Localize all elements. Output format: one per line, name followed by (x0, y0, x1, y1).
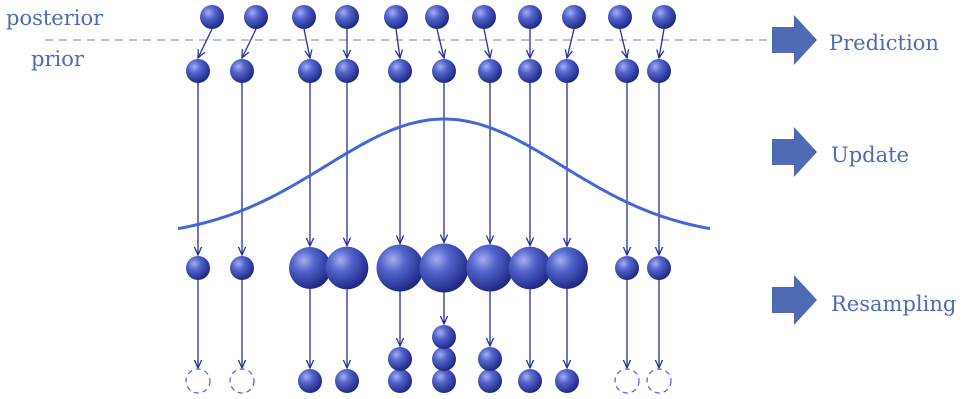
prediction-arrow (567, 28, 575, 58)
weighted-particle (325, 246, 369, 290)
weighted-particle (289, 247, 331, 289)
discarded-particle (229, 368, 255, 394)
resampled-particle (298, 369, 322, 393)
update-step-arrow (772, 127, 817, 177)
weighted-particle (615, 256, 639, 280)
resampled-particle (432, 347, 456, 371)
posterior-particle (384, 5, 408, 29)
prior-particle (518, 59, 542, 83)
resampling-step-arrow (772, 275, 817, 325)
posterior-particle (244, 5, 268, 29)
prediction-arrow (198, 28, 213, 58)
weighted-particle (376, 244, 424, 292)
resampled-particle (555, 369, 579, 393)
prior-particle (230, 59, 254, 83)
weighted-particle (466, 244, 514, 292)
prior-particle (478, 59, 502, 83)
prediction-arrow (619, 28, 627, 58)
posterior-particle (608, 5, 632, 29)
posterior-particle (335, 5, 359, 29)
resampled-particle (518, 369, 542, 393)
weighted-particle (508, 246, 552, 290)
posterior-particle (200, 5, 224, 29)
discarded-particle (614, 368, 640, 394)
posterior-label: posterior (6, 6, 104, 30)
posterior-particle (518, 5, 542, 29)
resampled-particle (478, 369, 502, 393)
prior-particle (335, 59, 359, 83)
prediction-arrow (659, 28, 665, 58)
resampled-particle (335, 369, 359, 393)
likelihood-curve (177, 117, 711, 231)
weighted-particle (230, 256, 254, 280)
prediction-arrow (436, 28, 444, 58)
weighted-particle (186, 256, 210, 280)
prior-particle (432, 59, 456, 83)
prior-particle (647, 59, 671, 83)
prior-particle (388, 59, 412, 83)
weighted-particle (546, 247, 588, 289)
prior-label: prior (31, 47, 84, 71)
step-label-resampling: Resampling (831, 292, 957, 316)
resampled-particle (478, 347, 502, 371)
resampled-particle (432, 369, 456, 393)
discarded-particle (646, 368, 672, 394)
posterior-particle (652, 5, 676, 29)
prediction-step-arrow (772, 15, 817, 65)
posterior-particle (472, 5, 496, 29)
resampled-particle (388, 369, 412, 393)
prediction-arrow (483, 28, 490, 58)
step-label-prediction: Prediction (829, 31, 939, 55)
resampled-particle (432, 325, 456, 349)
weighted-particle (419, 243, 469, 293)
prior-particle (298, 59, 322, 83)
posterior-particle (425, 5, 449, 29)
posterior-particle (562, 5, 586, 29)
posterior-particle (292, 5, 316, 29)
prediction-arrow (242, 28, 257, 58)
prior-particle (615, 59, 639, 83)
prediction-arrow (303, 28, 310, 58)
weighted-particle (647, 256, 671, 280)
step-label-update: Update (831, 143, 909, 167)
discarded-particle (185, 368, 211, 394)
prior-particle (555, 59, 579, 83)
resampled-particle (388, 347, 412, 371)
prediction-arrow (396, 28, 400, 58)
prior-particle (186, 59, 210, 83)
